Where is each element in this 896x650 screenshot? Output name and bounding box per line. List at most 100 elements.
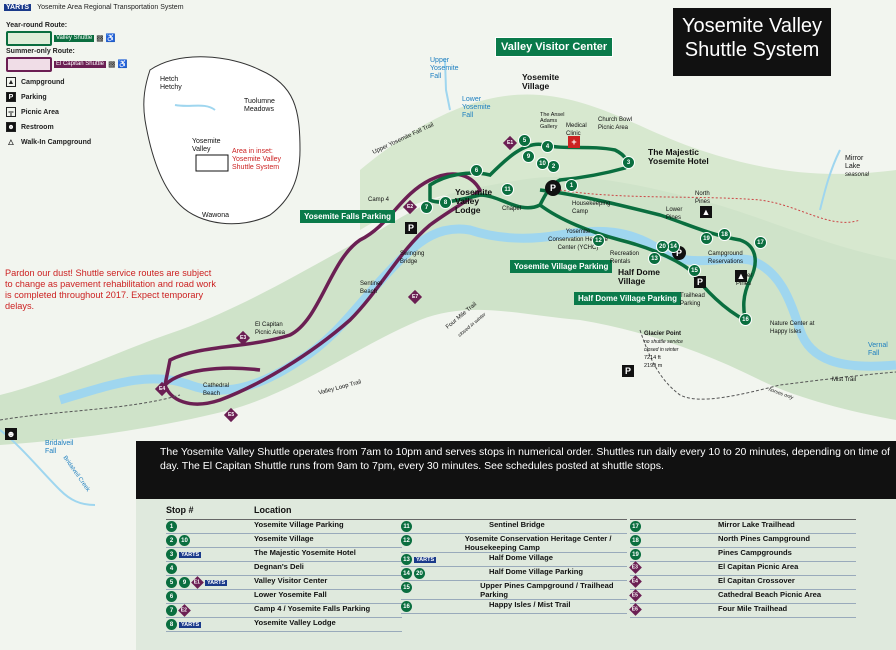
label-seasonal: seasonal — [845, 172, 870, 178]
medical-icon: + — [568, 136, 580, 148]
legend-year-round-tag: Valley Shuttle — [53, 35, 95, 42]
bus-icon: ▩ — [96, 33, 104, 43]
stop-8[interactable]: 8 — [439, 196, 452, 209]
campground-icon: ▲ — [700, 206, 712, 218]
callout-falls-parking: Yosemite Falls Parking — [300, 210, 395, 223]
label-mirror-lake: Mirror Lake — [845, 155, 864, 170]
map-title-line1: Yosemite Valley — [681, 15, 823, 37]
stop-number-icon: 11 — [401, 521, 412, 532]
stop-number-icon: 20 — [414, 568, 425, 579]
stop-19[interactable]: 19 — [700, 232, 713, 245]
table-row: E6 Four Mile Trailhead — [629, 603, 856, 618]
stop-icons: 19 — [630, 548, 718, 560]
stop-13[interactable]: 13 — [648, 252, 661, 265]
legend-summer-tag: El Capitan Shuttle — [53, 61, 106, 68]
stop-icons: 12 — [401, 534, 465, 546]
stop-icons: 6 — [166, 590, 254, 602]
stop-icons: 4 — [166, 562, 254, 574]
stop-17[interactable]: 17 — [754, 236, 767, 249]
stop-location: Yosemite Valley Lodge — [254, 618, 336, 627]
stop-e5-label: E5 — [227, 412, 235, 418]
stop-number-icon: 19 — [630, 549, 641, 560]
el-capitan-stop-number: E5 — [632, 592, 639, 599]
label-swinging-bridge: Swinging Bridge — [400, 251, 425, 265]
label-el-cap-picnic: El Capitan Picnic Area — [255, 322, 286, 336]
stop-number-icon: 2 — [166, 535, 177, 546]
yarts-badge: YARTS — [4, 4, 32, 11]
stop-5[interactable]: 5 — [518, 134, 531, 147]
stop-9[interactable]: 9 — [522, 150, 535, 163]
stop-1[interactable]: 1 — [565, 179, 578, 192]
stop-6[interactable]: 6 — [470, 164, 483, 177]
table-row: 15 Upper Pines Campground / Trailhead Par… — [401, 581, 627, 600]
merced-river — [58, 224, 896, 405]
stop-3[interactable]: 3 — [622, 156, 635, 169]
bus-icon: ▩ — [107, 59, 116, 69]
stop-location: Mirror Lake Trailhead — [718, 520, 795, 529]
label-chapel: Chapel — [502, 206, 522, 212]
stop-location: El Capitan Picnic Area — [718, 562, 799, 571]
stop-location: Yosemite Village — [254, 534, 314, 543]
el-capitan-stop-number: E6 — [632, 606, 639, 613]
inset-area-box — [195, 154, 229, 172]
stop-icons: E4 — [629, 575, 718, 588]
stop-icons: 11 — [401, 520, 489, 532]
label-majestic: The Majestic Yosemite Hotel — [648, 147, 709, 166]
stop-number-icon: 6 — [166, 591, 177, 602]
valley-route-east — [538, 188, 757, 323]
label-lower-fall: Lower Yosemite Fall — [462, 96, 491, 119]
yarts-icon: YARTS — [414, 556, 437, 563]
legend-parking: Parking — [21, 93, 47, 101]
legend-summer-swatch — [6, 57, 52, 72]
schedule-description: The Yosemite Valley Shuttle operates fro… — [136, 441, 896, 499]
parking-icon: P — [6, 92, 16, 102]
stop-location: Cathedral Beach Picnic Area — [718, 590, 822, 599]
stop-18[interactable]: 18 — [718, 228, 731, 241]
parking-icon: P — [405, 222, 417, 234]
stop-11[interactable]: 11 — [501, 183, 514, 196]
label-medical: Medical Clinic — [566, 123, 587, 137]
stop-location: Upper Pines Campground / Trailhead Parki… — [480, 581, 614, 599]
stop-15[interactable]: 15 — [688, 264, 701, 277]
stop-12[interactable]: 12 — [592, 234, 605, 247]
map-title-line2: Shuttle System — [684, 39, 820, 61]
construction-notice: Pardon our dust! Shuttle service routes … — [5, 268, 216, 311]
stop-20[interactable]: 20 — [656, 240, 669, 253]
label-sentinel-beach: Sentinel Beach — [360, 281, 382, 295]
yarts-title: Yosemite Area Regional Transportation Sy… — [37, 4, 184, 11]
inset-wawona-label: Wawona — [202, 212, 229, 219]
stop-number-icon: 15 — [401, 582, 412, 593]
stop-location: Half Dome Village — [489, 553, 554, 562]
stop-location: Valley Visitor Center — [254, 576, 328, 585]
stop-7[interactable]: 7 — [420, 201, 433, 214]
stop-e4-label: E4 — [158, 386, 166, 392]
north-slope — [360, 94, 896, 261]
label-glacier-point: Glacier Point — [644, 331, 682, 337]
el-capitan-stop-number: E2 — [181, 607, 188, 614]
stop-10[interactable]: 10 — [536, 157, 549, 170]
label-lodge: Yosemite Valley Lodge — [455, 187, 493, 215]
stop-location: El Capitan Crossover — [718, 576, 795, 585]
stop-16[interactable]: 16 — [739, 313, 752, 326]
stop-icons: 15 — [401, 581, 480, 593]
campground-icon: ▲ — [6, 77, 16, 87]
stop-number-icon: 10 — [179, 535, 190, 546]
stop-icons: 18 — [630, 534, 718, 546]
legend-picnic: Picnic Area — [21, 108, 59, 116]
stop-4[interactable]: 4 — [541, 140, 554, 153]
stop-location: Sentinel Bridge — [489, 520, 545, 529]
parking-icon: P — [545, 180, 561, 196]
tenaya-creek — [819, 149, 841, 211]
stop-location: Yosemite Conservation Heritage Center / … — [464, 534, 612, 552]
stop-number-icon: 14 — [401, 568, 412, 579]
stop-location: Four Mile Trailhead — [718, 604, 788, 613]
